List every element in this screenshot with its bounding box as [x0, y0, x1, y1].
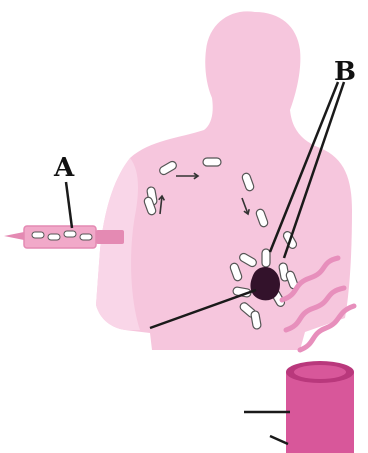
leader-line-a [66, 182, 72, 228]
heating-device-icon [286, 361, 354, 453]
nanoparticle-capsule-icon [32, 232, 44, 238]
label-a: A [53, 153, 75, 183]
leader-line-bottom [270, 436, 288, 444]
nanoparticle-capsule-icon [64, 231, 76, 237]
nanoparticle-capsule-icon [262, 249, 270, 267]
target-organ-icon [250, 267, 280, 300]
nanoparticle-capsule-icon [48, 234, 60, 240]
nanoparticle-capsule-icon [80, 234, 92, 240]
nanoparticle-capsule-icon [203, 158, 221, 166]
label-b: B [334, 57, 356, 87]
